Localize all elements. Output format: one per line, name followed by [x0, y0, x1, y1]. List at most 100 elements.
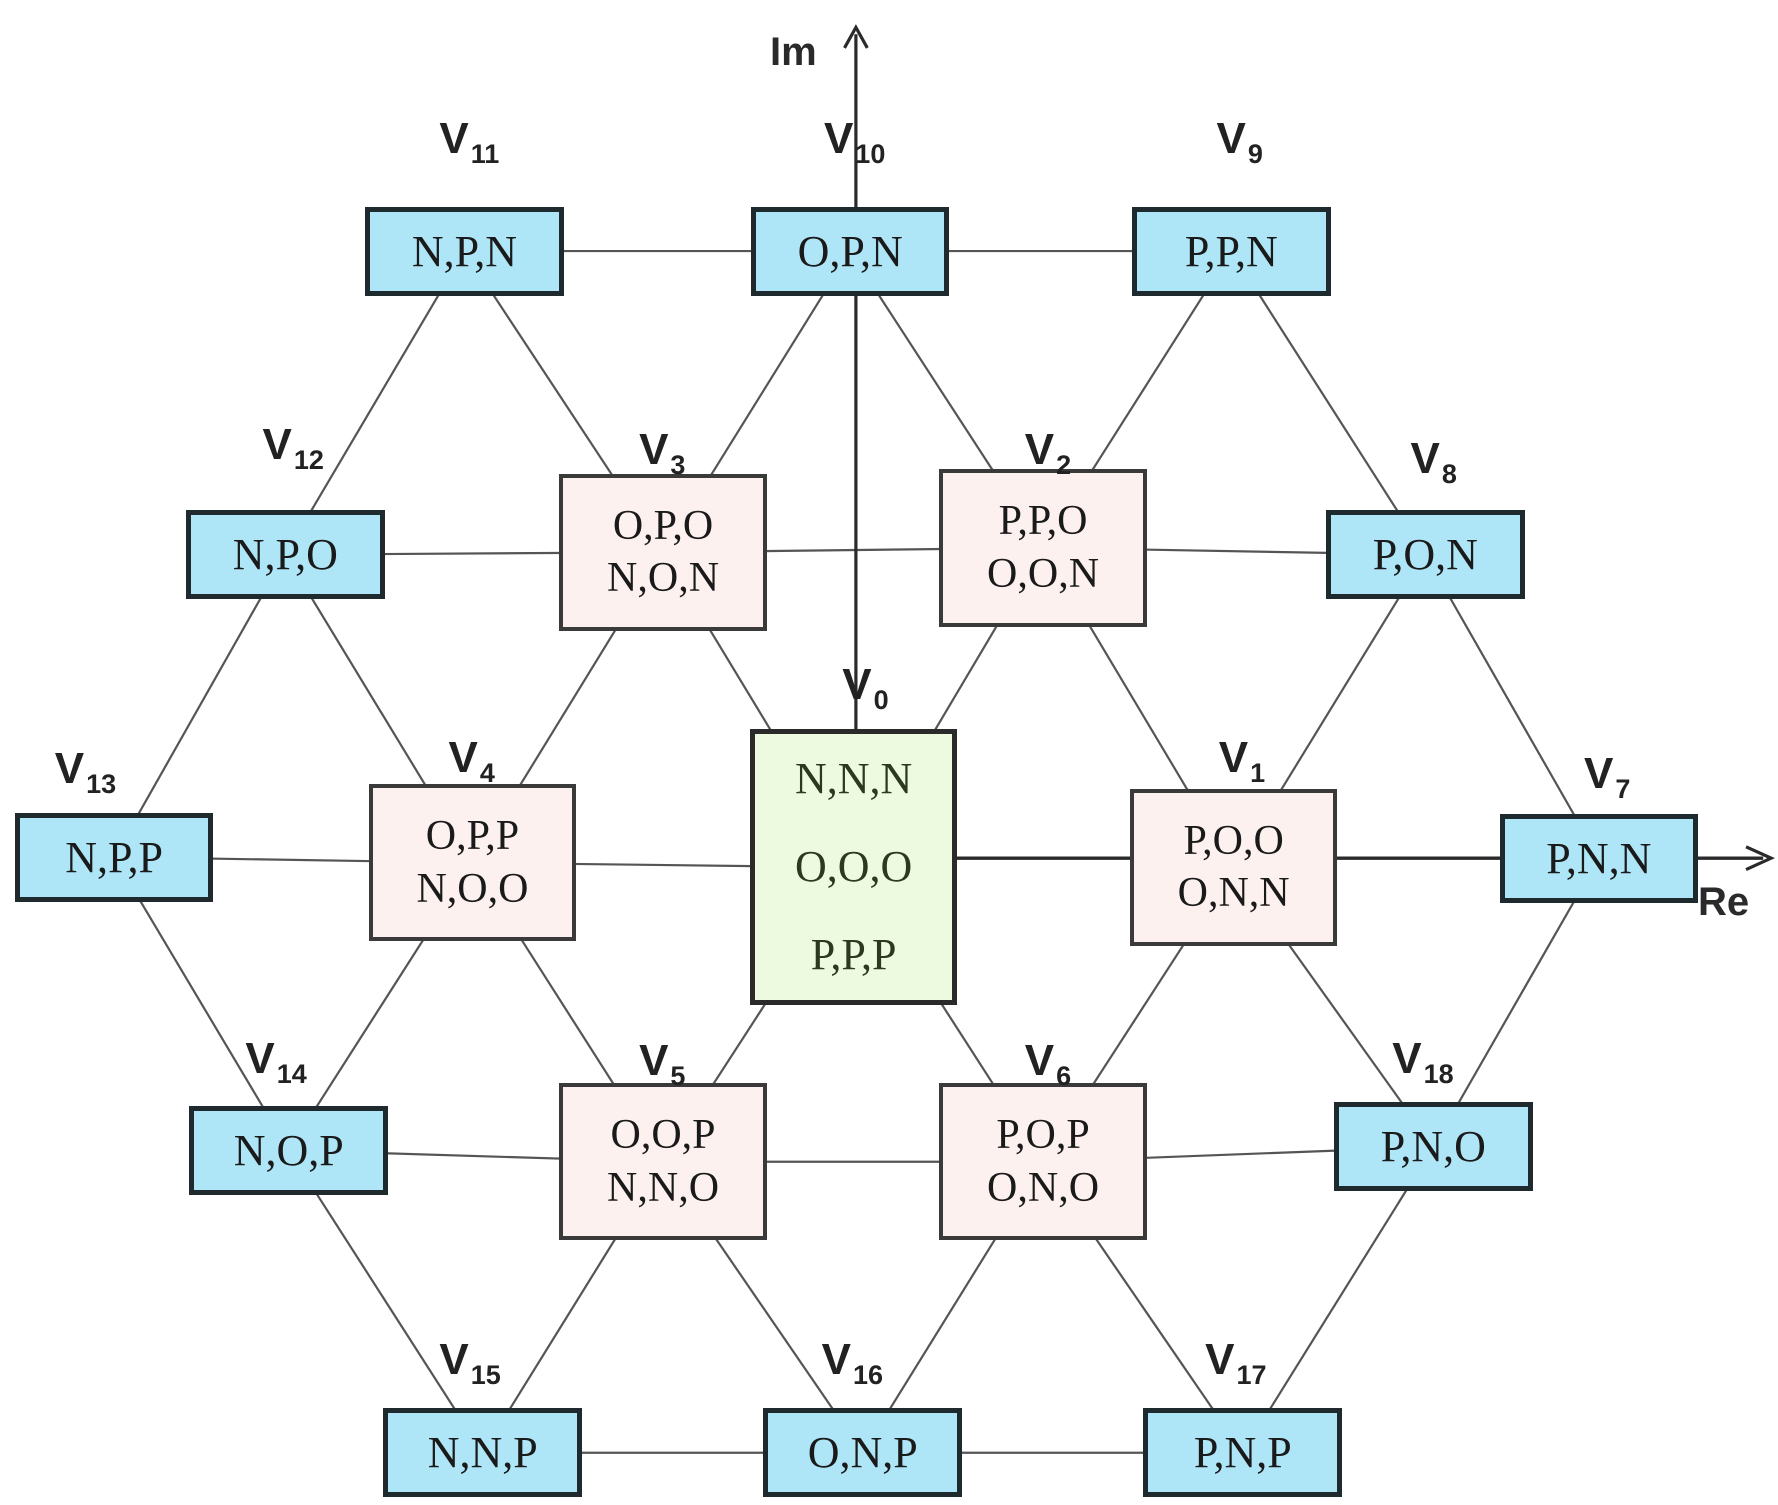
vector-label-v12: V12 — [262, 420, 323, 476]
vector-label-letter: V — [821, 1335, 852, 1385]
vector-label-letter: V — [1583, 748, 1614, 798]
vector-label-letter: V — [1205, 1335, 1235, 1385]
vector-box-v2: P,P,O O,O,N — [939, 469, 1147, 627]
switch-state: P,N,N — [1546, 833, 1652, 883]
vector-label-letter: V — [639, 424, 669, 474]
switch-state: P,N,P — [1193, 1428, 1292, 1478]
switch-state: P,O,P — [996, 1112, 1090, 1159]
switch-state: O,O,P — [610, 1112, 716, 1159]
vector-label-v8: V8 — [1411, 434, 1457, 490]
vector-label-letter: V — [842, 659, 872, 709]
vector-label-letter: V — [1218, 732, 1249, 782]
edge-v14-v15 — [287, 1149, 484, 1454]
vector-box-v15: N,N,P — [383, 1408, 582, 1498]
vector-label-letter: V — [1410, 433, 1440, 483]
vector-label-index: 1 — [1250, 757, 1266, 788]
vector-label-index: 14 — [276, 1058, 307, 1089]
vector-label-v11: V11 — [439, 114, 499, 170]
switch-state: P,P,O — [998, 498, 1088, 545]
vector-box-v6: P,O,P O,N,O — [939, 1083, 1147, 1241]
vector-label-index: 4 — [479, 757, 495, 788]
edge-v7-v18 — [1432, 857, 1600, 1148]
vector-label-v0: V0 — [842, 660, 888, 716]
switch-state: N,O,O — [416, 865, 529, 912]
re-axis-label: Re — [1698, 880, 1750, 924]
vector-box-v16: O,N,P — [763, 1408, 963, 1498]
edge-v18-v17 — [1241, 1146, 1435, 1454]
switch-state: P,P,N — [1184, 226, 1278, 276]
switch-state: N,P,N — [411, 226, 518, 276]
vector-label-index: 10 — [855, 139, 886, 170]
vector-label-v16: V16 — [822, 1335, 883, 1391]
edge-v12-v13 — [113, 554, 287, 858]
im-axis-label: Im — [770, 30, 817, 74]
switch-state: P,N,O — [1380, 1122, 1486, 1172]
vector-label-index: 7 — [1615, 773, 1631, 804]
switch-state: O,O,N — [987, 550, 1100, 597]
vector-label-v3: V3 — [639, 425, 685, 481]
vector-box-v8: P,O,N — [1326, 510, 1525, 600]
vector-label-letter: V — [1392, 1033, 1422, 1083]
edge-v9-v8 — [1230, 250, 1427, 556]
vector-box-v7: P,N,N — [1499, 813, 1699, 903]
vector-label-v18: V18 — [1392, 1034, 1453, 1090]
switch-state: O,N,N — [1177, 870, 1290, 917]
vector-label-letter: V — [1216, 114, 1246, 164]
vector-box-v17: P,N,P — [1143, 1408, 1343, 1498]
vector-label-letter: V — [245, 1033, 275, 1083]
vector-box-v13: N,P,P — [14, 812, 214, 902]
vector-label-v1: V1 — [1219, 733, 1265, 789]
switch-state: P,O,O — [1183, 817, 1284, 864]
vector-label-index: 6 — [1056, 1061, 1072, 1092]
switch-state: O,P,O — [612, 502, 714, 549]
vector-label-letter: V — [1024, 424, 1055, 474]
re-arrow-head — [1745, 845, 1776, 872]
vector-label-letter: V — [639, 1036, 669, 1086]
switch-state: N,O,N — [607, 555, 720, 602]
vector-label-letter: V — [439, 114, 469, 164]
vector-label-index: 0 — [873, 684, 889, 715]
vector-label-v15: V15 — [439, 1335, 500, 1391]
switch-state: N,P,P — [65, 832, 164, 882]
vector-label-letter: V — [823, 114, 854, 164]
vector-label-index: 13 — [86, 769, 117, 800]
vector-label-v13: V13 — [55, 744, 116, 800]
vector-label-index: 2 — [1056, 449, 1072, 480]
switch-state: N,N,N — [794, 754, 913, 804]
vector-box-v18: P,N,O — [1334, 1102, 1533, 1192]
vector-label-letter: V — [1024, 1036, 1055, 1086]
vector-label-index: 17 — [1236, 1360, 1267, 1391]
vector-label-v7: V7 — [1584, 749, 1630, 805]
vector-label-letter: V — [262, 419, 292, 469]
vector-label-v2: V2 — [1025, 425, 1071, 481]
vector-box-v10: O,P,N — [750, 206, 950, 296]
vector-label-index: 3 — [670, 449, 686, 480]
vector-label-index: 12 — [293, 444, 324, 475]
vector-label-v9: V9 — [1217, 114, 1263, 170]
vector-label-letter: V — [54, 744, 85, 794]
vector-label-index: 9 — [1247, 139, 1263, 170]
switch-state: O,N,P — [807, 1428, 918, 1478]
edge-v8-v7 — [1424, 554, 1600, 859]
switch-state: N,P,O — [232, 530, 338, 580]
edge-v11-v12 — [284, 250, 466, 556]
switch-state: O,P,N — [797, 226, 903, 276]
vector-label-index: 18 — [1423, 1058, 1454, 1089]
vector-box-v9: P,P,N — [1132, 206, 1331, 296]
vector-label-v17: V17 — [1205, 1335, 1266, 1391]
vector-label-letter: V — [448, 732, 478, 782]
switch-state: O,O,O — [794, 842, 913, 892]
vector-label-index: 8 — [1441, 458, 1457, 489]
vector-box-v1: P,O,O O,N,N — [1129, 788, 1338, 947]
vector-label-v6: V6 — [1025, 1036, 1071, 1092]
vector-label-v4: V4 — [448, 733, 494, 789]
switch-state: O,N,O — [987, 1164, 1100, 1211]
switch-state: P,O,N — [1372, 530, 1478, 580]
switch-state: O,P,P — [425, 813, 520, 860]
vector-label-index: 15 — [470, 1360, 501, 1391]
vector-label-v10: V10 — [824, 114, 885, 170]
im-arrow-head — [843, 24, 869, 49]
